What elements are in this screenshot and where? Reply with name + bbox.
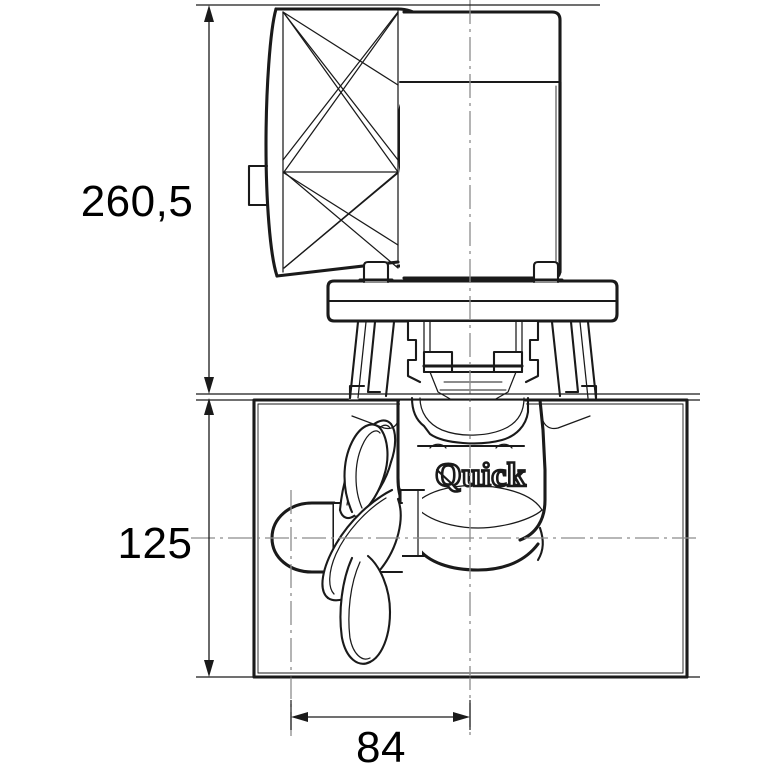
bolt-stud-right (528, 260, 564, 284)
control-box-panel-crosses (283, 12, 399, 269)
propeller (321, 419, 402, 665)
control-box (247, 7, 400, 278)
tunnel-mount-shoulders (351, 399, 591, 430)
shaft-gear-assembly (406, 320, 540, 401)
brand-logo-text: Quick (435, 457, 526, 494)
electric-motor (398, 10, 562, 280)
dimension-84: 84 (290, 700, 471, 768)
dimension-125: 125 (118, 398, 700, 678)
brand-logo-quick: Quick (434, 456, 527, 496)
dimension-label-125: 125 (118, 519, 193, 568)
dimension-label-260-5: 260,5 (81, 177, 194, 226)
mounting-flange (326, 279, 619, 323)
center-lines (191, 0, 700, 740)
dimension-label-84: 84 (356, 723, 406, 768)
bolt-stud-left (358, 260, 394, 284)
dimension-260-5: 260,5 (81, 4, 700, 395)
